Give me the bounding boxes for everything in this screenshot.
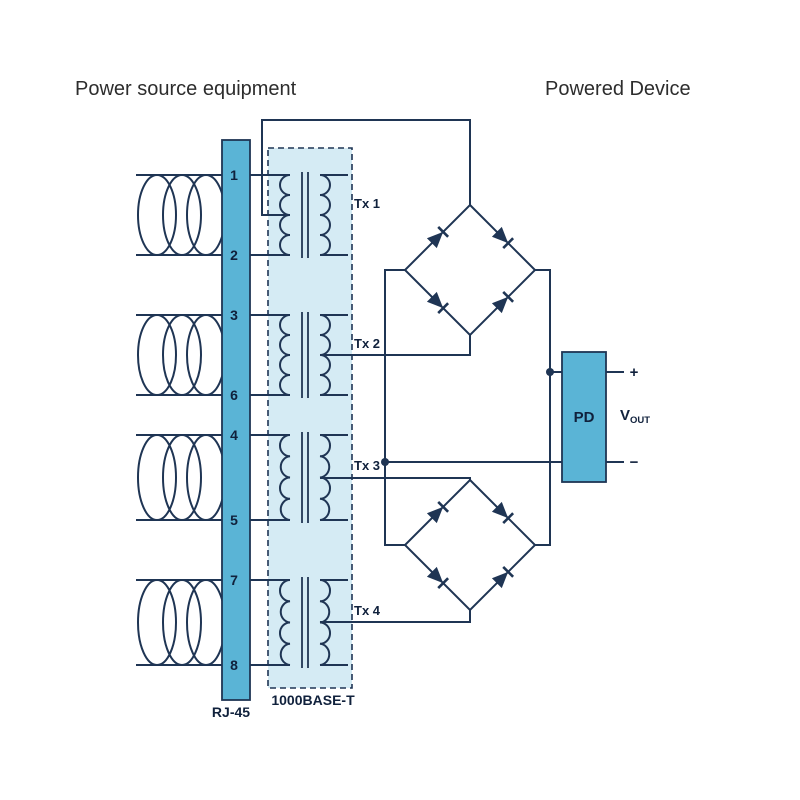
transformer-label-tx2: Tx 2	[354, 336, 380, 351]
pin-label-3: 3	[230, 307, 238, 323]
transformer-tx4: Tx 4	[279, 577, 381, 668]
diode-icon	[426, 225, 450, 249]
diode-icon	[426, 291, 450, 315]
bridge1-outline	[403, 203, 537, 337]
diode-icon	[491, 565, 515, 589]
wire-tx4-to-bridge2	[320, 610, 471, 623]
primary-winding	[279, 314, 291, 396]
diode-bridge-1	[403, 203, 537, 337]
pin-wires	[250, 174, 290, 666]
junction-dot	[546, 368, 554, 376]
title-power-source-equipment: Power source equipment	[75, 78, 297, 100]
pin-label-2: 2	[230, 247, 238, 263]
title-powered-device: Powered Device	[545, 78, 691, 100]
wire-tx1-to-bridge1	[261, 119, 471, 216]
rj45-label: RJ-45	[212, 704, 250, 720]
diode-icon	[426, 566, 450, 590]
negative-rail-wire	[384, 269, 405, 546]
phy-label: 1000BASE-T	[271, 692, 355, 708]
diode-bridge-2	[403, 478, 537, 612]
junction-dot	[381, 458, 389, 466]
secondary-winding	[319, 174, 331, 256]
minus-sign: −	[630, 454, 639, 471]
twisted-pair-3	[136, 434, 226, 521]
pin-label-6: 6	[230, 387, 238, 403]
bridge2-outline	[403, 478, 537, 612]
twisted-pair-4	[136, 579, 226, 666]
transformer-label-tx4: Tx 4	[354, 603, 381, 618]
pin-label-7: 7	[230, 572, 238, 588]
pd-label: PD	[574, 409, 595, 426]
twisted-pairs	[136, 174, 226, 666]
plus-sign: +	[630, 364, 639, 381]
pd-box	[561, 351, 607, 483]
pin-label-8: 8	[230, 657, 238, 673]
pin-label-1: 1	[230, 167, 238, 183]
primary-winding	[279, 579, 291, 666]
rj45-pin-labels: 1 2 3 6 4 5 7 8	[230, 167, 238, 673]
wire-tx2-to-bridge1	[320, 335, 471, 356]
twisted-pair-1	[136, 174, 226, 256]
vout-label: VOUT	[620, 407, 650, 426]
pin-label-5: 5	[230, 512, 238, 528]
diode-icon	[491, 226, 515, 250]
pd-block: PD + − VOUT	[561, 351, 650, 483]
diode-icon	[491, 501, 515, 525]
positive-rail	[535, 269, 562, 546]
transformer-label-tx1: Tx 1	[354, 196, 380, 211]
transformer-label-tx3: Tx 3	[354, 458, 380, 473]
primary-winding	[279, 434, 291, 521]
pin-label-4: 4	[230, 427, 238, 443]
positive-rail-wire	[535, 269, 551, 546]
diode-icon	[426, 500, 450, 524]
rj45-connector	[221, 139, 251, 701]
negative-rail	[381, 269, 562, 546]
transformer-tx2: Tx 2	[279, 312, 380, 398]
diode-icon	[491, 290, 515, 314]
twisted-pair-2	[136, 314, 226, 396]
